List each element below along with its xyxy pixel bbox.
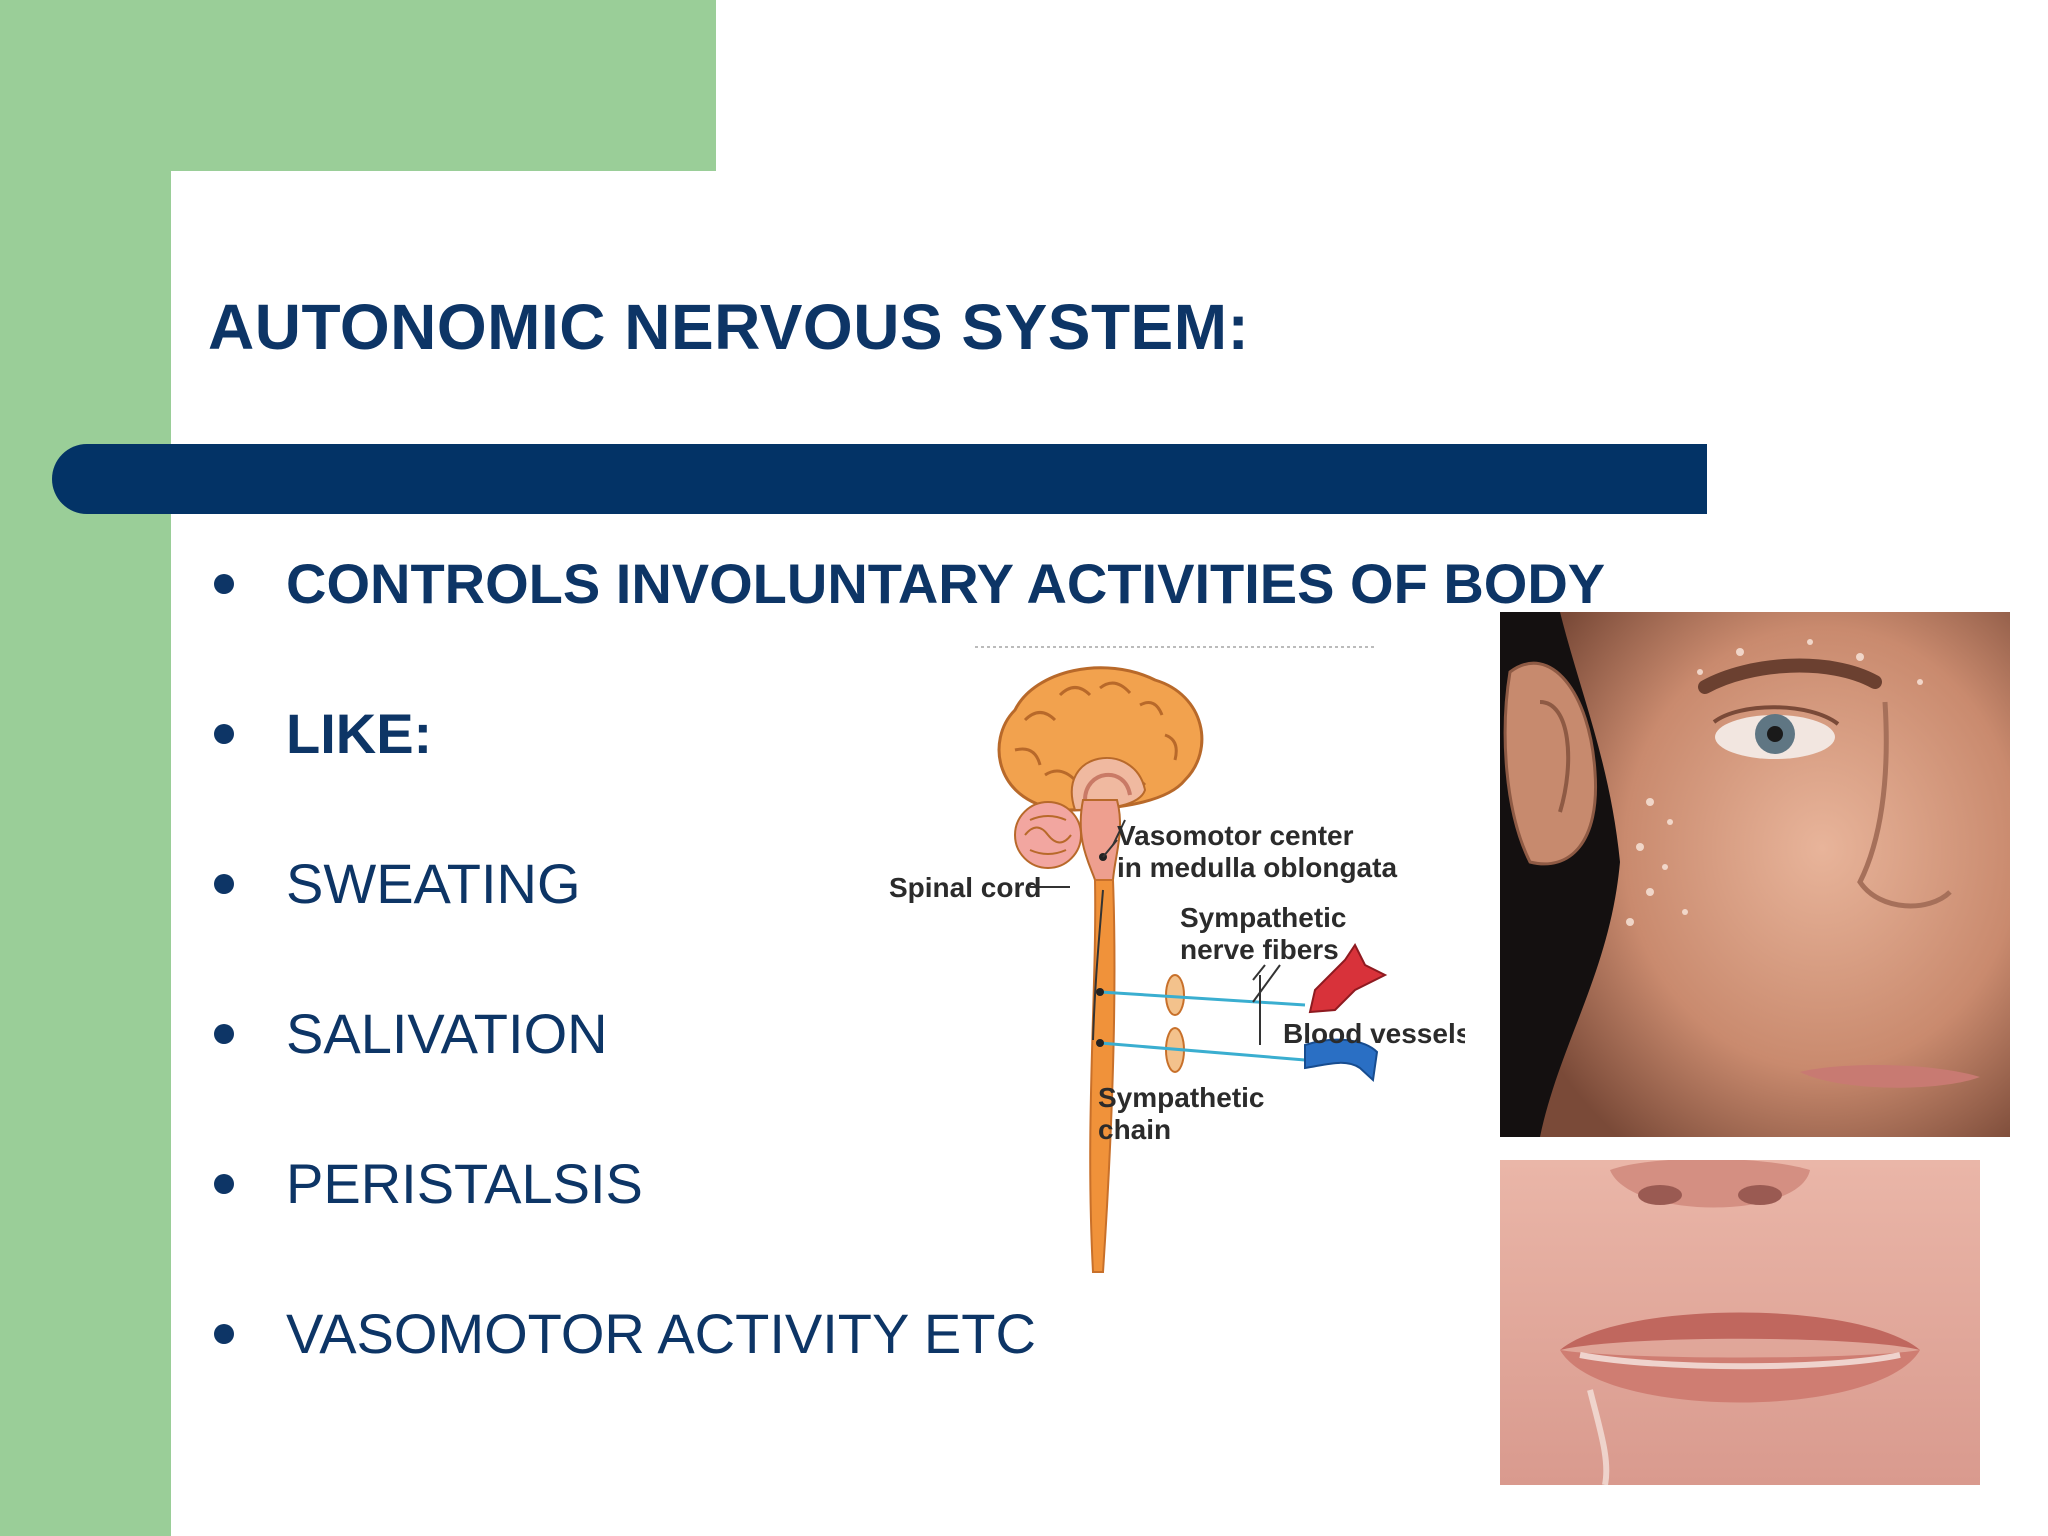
label-spinal-cord: Spinal cord — [889, 872, 1041, 903]
slide-title: AUTONOMIC NERVOUS SYSTEM: — [208, 291, 1250, 363]
bullet-text: VASOMOTOR ACTIVITY ETC — [286, 1302, 1036, 1365]
salivating-lips-photo — [1500, 1160, 1980, 1485]
label-sympathetic-fibers: Sympathetic — [1180, 902, 1347, 933]
bullet-item: CONTROLS INVOLUNTARY ACTIVITIES OF BODY — [208, 552, 1605, 702]
label-blood-vessels: Blood vessels — [1283, 1018, 1465, 1049]
bullet-text: SWEATING — [286, 852, 581, 915]
title-divider-bar — [52, 444, 1707, 514]
label-sympathetic-chain: Sympathetic — [1098, 1082, 1265, 1113]
bullet-item: PERISTALSIS — [208, 1152, 1605, 1302]
green-top-band — [0, 0, 716, 171]
sympathetic-chain-ganglia — [1165, 974, 1185, 1073]
label-leader-lines — [1030, 819, 1281, 1045]
bullet-item: LIKE: — [208, 702, 1605, 852]
bullet-dot-icon — [214, 574, 234, 594]
bullet-text: SALIVATION — [286, 1002, 608, 1065]
sympathetic-nervous-system-diagram: Spinal cord Vasomotor center in medulla … — [889, 646, 1465, 1273]
bullet-list: CONTROLS INVOLUNTARY ACTIVITIES OF BODY … — [208, 552, 1605, 1452]
label-vasomotor-location: in medulla oblongata — [1117, 852, 1397, 883]
label-nerve-fibers: nerve fibers — [1180, 934, 1339, 965]
bullet-dot-icon — [214, 1024, 234, 1044]
bullet-item: VASOMOTOR ACTIVITY ETC — [208, 1302, 1605, 1452]
label-chain: chain — [1098, 1114, 1171, 1145]
spinal-cord-shape — [1089, 879, 1116, 1273]
green-sidebar-band — [0, 0, 171, 1536]
bullet-dot-icon — [214, 1324, 234, 1344]
bullet-dot-icon — [214, 874, 234, 894]
bullet-text: PERISTALSIS — [286, 1152, 643, 1215]
brain-illustration — [997, 666, 1204, 881]
bullet-dot-icon — [214, 1174, 234, 1194]
efferent-nerve-path — [1092, 889, 1104, 1041]
sympathetic-nerve-fibers — [1096, 988, 1306, 1062]
bullet-dot-icon — [214, 724, 234, 744]
bullet-text: LIKE: — [286, 702, 433, 765]
bullet-item: SWEATING — [208, 852, 1605, 1002]
bullet-text: CONTROLS INVOLUNTARY ACTIVITIES OF BODY — [286, 552, 1606, 615]
bullet-item: SALIVATION — [208, 1002, 1605, 1152]
blood-vessel-illustrations — [1304, 943, 1388, 1083]
label-vasomotor-center: Vasomotor center — [1117, 820, 1354, 851]
sweating-face-photo — [1500, 612, 2010, 1137]
